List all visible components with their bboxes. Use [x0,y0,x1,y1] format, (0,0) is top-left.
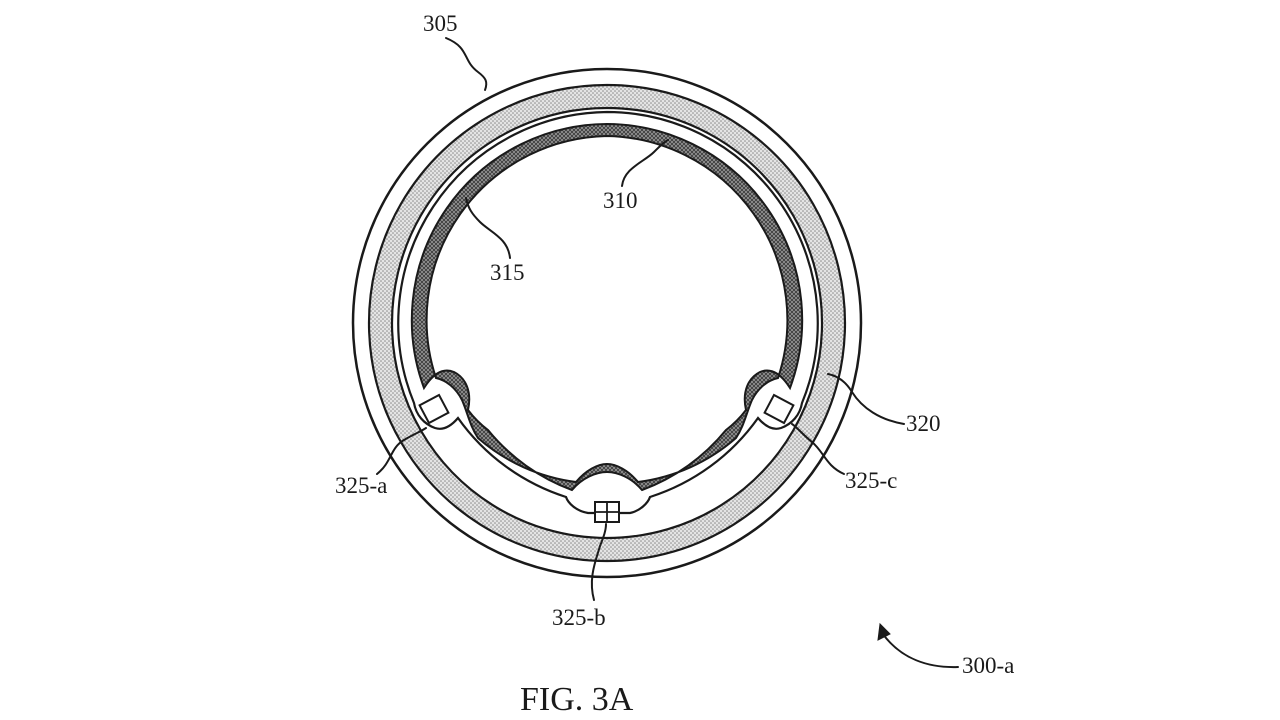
leader-320 [827,373,905,425]
label-300-a: 300-a [962,653,1014,678]
arrowhead-300-a [877,622,891,641]
leader-315 [465,197,511,259]
leader-325-a [376,427,427,475]
inner-band [410,122,804,492]
component-325-a [418,393,450,425]
label-315: 315 [490,260,525,285]
housing-band [367,83,847,563]
leader-310 [621,139,669,187]
inner-cavity-outline [397,110,819,515]
component-325-c [763,393,795,425]
leader-325-b [590,523,607,601]
label-325-b: 325-b [552,605,606,630]
figure-caption: FIG. 3A [520,681,634,718]
label-310: 310 [603,188,638,213]
leader-300-a [879,629,959,669]
leader-305 [445,37,488,91]
label-325-c: 325-c [845,468,897,493]
label-305: 305 [423,11,458,36]
label-325-a: 325-a [335,473,387,498]
label-320: 320 [906,411,941,436]
leader-325-c [791,423,845,475]
component-325-b [594,501,620,523]
